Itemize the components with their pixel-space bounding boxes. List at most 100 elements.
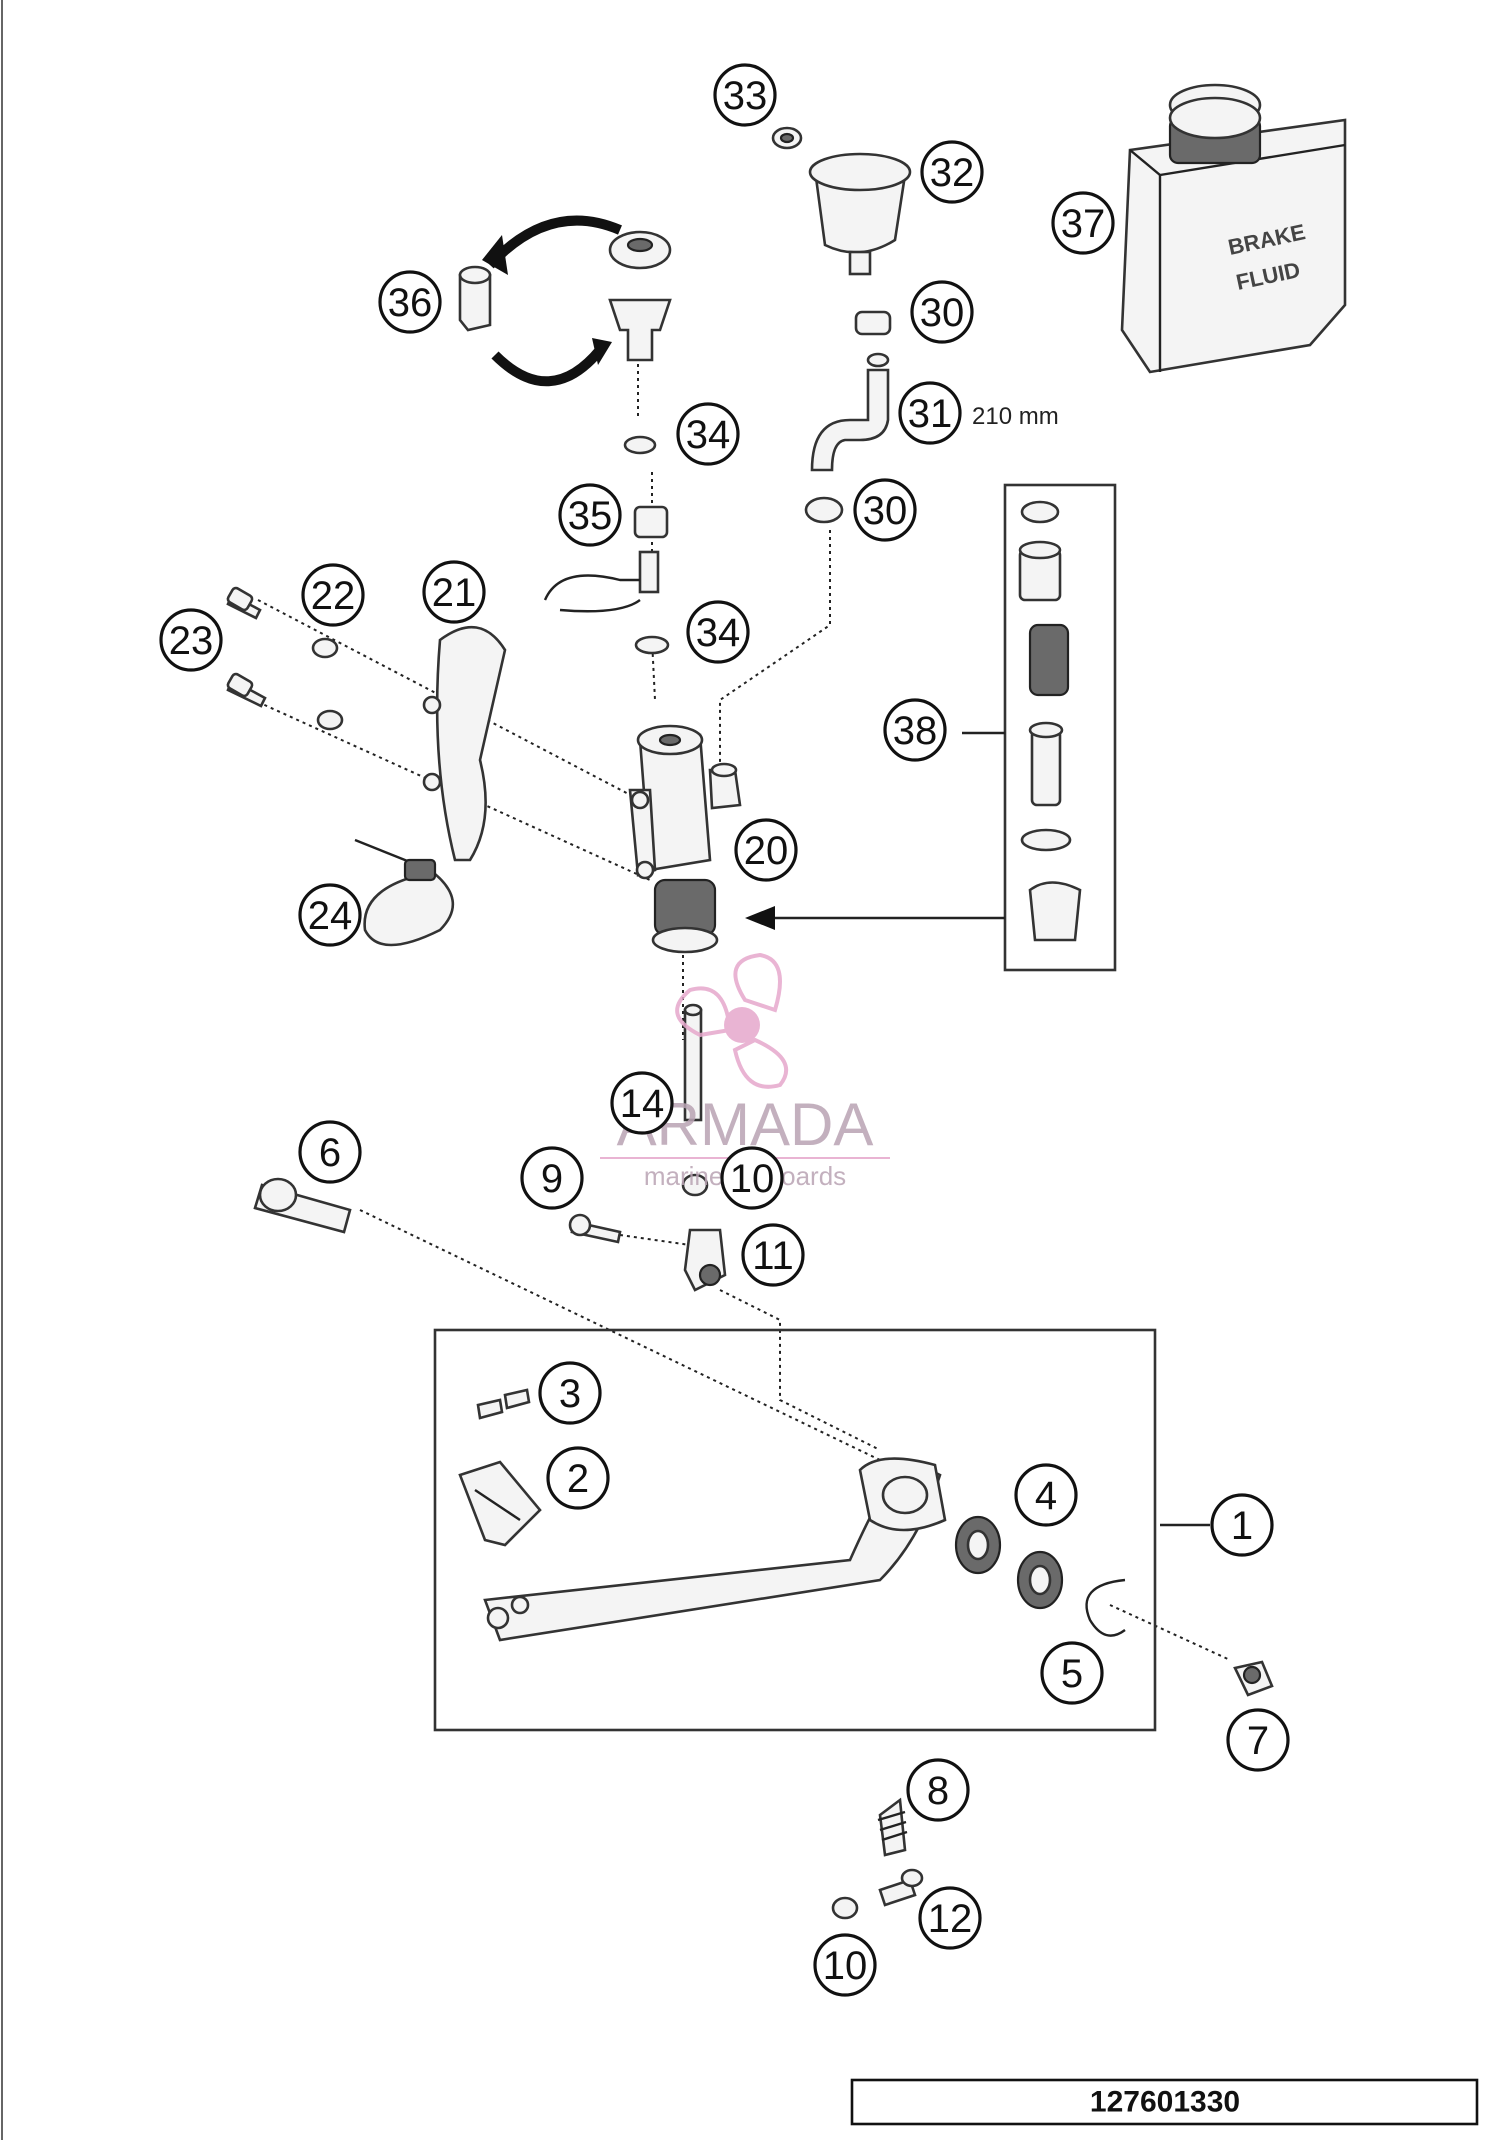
callout-circle <box>741 1223 805 1287</box>
callout-c8: 8 <box>906 1758 970 1822</box>
callout-c31: 31 <box>898 381 962 445</box>
callout-number: 35 <box>568 494 613 538</box>
callout-circle <box>1051 191 1115 255</box>
callout-number: 8 <box>927 1769 949 1813</box>
callout-number: 24 <box>308 894 353 938</box>
hose-length-label: 210 mm <box>972 403 1059 430</box>
callout-number: 12 <box>928 1897 973 1941</box>
callout-c34b: 34 <box>686 600 750 664</box>
callout-c2: 2 <box>546 1446 610 1510</box>
callout-c35: 35 <box>558 483 622 547</box>
hose-and-clamps <box>804 310 892 524</box>
callout-circle <box>1210 1493 1274 1557</box>
callout-circle <box>520 1146 584 1210</box>
callout-circle <box>546 1446 610 1510</box>
callout-c3: 3 <box>538 1361 602 1425</box>
callout-c7: 7 <box>1226 1708 1290 1772</box>
callout-c6: 6 <box>298 1120 362 1184</box>
callout-circle <box>1014 1463 1078 1527</box>
callout-c12: 12 <box>918 1886 982 1950</box>
callout-number: 2 <box>567 1457 589 1501</box>
callout-c9: 9 <box>520 1146 584 1210</box>
callout-circle <box>558 483 622 547</box>
callout-c21: 21 <box>422 560 486 624</box>
callout-circle <box>686 600 750 664</box>
callout-circle <box>906 1758 970 1822</box>
callout-c1: 1 <box>1210 1493 1274 1557</box>
push-rod <box>683 1003 703 1122</box>
part-number: 127601330 <box>1090 2086 1240 2119</box>
mounting-bolts <box>226 586 344 731</box>
propeller-logo <box>675 952 789 1089</box>
callout-c11: 11 <box>741 1223 805 1287</box>
master-cylinder <box>628 724 742 954</box>
callout-number: 1 <box>1231 1504 1253 1548</box>
callout-c22: 22 <box>301 563 365 627</box>
callout-number: 10 <box>730 1157 775 1201</box>
callout-number: 4 <box>1035 1474 1057 1518</box>
return-spring-and-pin <box>831 1797 924 1920</box>
callout-number: 14 <box>620 1082 665 1126</box>
fitting-swap-arrows <box>458 215 672 387</box>
heat-shield <box>422 625 507 862</box>
callout-c33: 33 <box>713 63 777 127</box>
callout-number: 32 <box>930 151 975 195</box>
clevis-parts <box>568 1173 727 1292</box>
brake-fluid-can: BRAKE FLUID <box>1120 83 1347 374</box>
callout-circle <box>883 698 947 762</box>
callout-c5: 5 <box>1040 1641 1104 1705</box>
callout-number: 23 <box>169 619 214 663</box>
callout-circle <box>734 818 798 882</box>
callout-number: 20 <box>744 829 789 873</box>
seal-kit <box>745 483 1117 972</box>
callout-circle <box>853 478 917 542</box>
callout-c10b: 10 <box>813 1933 877 1997</box>
callout-circle <box>1040 1641 1104 1705</box>
callout-number: 10 <box>823 1944 868 1988</box>
callout-number: 9 <box>541 1157 563 1201</box>
callout-number: 36 <box>388 281 433 325</box>
callout-c20: 20 <box>734 818 798 882</box>
callout-c14: 14 <box>610 1071 674 1135</box>
callout-circle <box>910 280 974 344</box>
callout-circle <box>298 1120 362 1184</box>
callout-number: 38 <box>893 709 938 753</box>
callout-c34a: 34 <box>676 402 740 466</box>
callout-number: 30 <box>920 291 965 335</box>
leader-lines <box>257 350 1231 1661</box>
callout-c24: 24 <box>298 883 362 947</box>
callout-circle <box>159 608 223 672</box>
callout-c10a: 10 <box>720 1146 784 1210</box>
callout-number: 21 <box>432 571 477 615</box>
callout-c36: 36 <box>378 270 442 334</box>
callout-c30b: 30 <box>853 478 917 542</box>
callout-circle <box>720 1146 784 1210</box>
callout-number: 22 <box>311 574 356 618</box>
callout-c37: 37 <box>1051 191 1115 255</box>
callout-c30a: 30 <box>910 280 974 344</box>
callout-circle <box>676 402 740 466</box>
callout-circle <box>378 270 442 334</box>
callout-number: 33 <box>723 74 768 118</box>
callout-c23: 23 <box>159 608 223 672</box>
callout-number: 11 <box>752 1234 794 1278</box>
brake-pedal-assembly <box>433 1328 1210 1732</box>
callout-number: 3 <box>559 1372 581 1416</box>
callout-circle <box>610 1071 674 1135</box>
callout-circle <box>813 1933 877 1997</box>
callout-number: 6 <box>319 1131 341 1175</box>
callout-circle <box>920 140 984 204</box>
callout-circle <box>713 63 777 127</box>
callout-circle <box>1226 1708 1290 1772</box>
callout-circle <box>422 560 486 624</box>
callout-circle <box>538 1361 602 1425</box>
callout-circle <box>898 381 962 445</box>
callout-number: 5 <box>1061 1652 1083 1696</box>
callout-number: 34 <box>696 611 741 655</box>
callout-number: 37 <box>1061 202 1106 246</box>
callout-c32: 32 <box>920 140 984 204</box>
part-number-box: 127601330 <box>850 2078 1479 2126</box>
callout-number: 34 <box>686 413 731 457</box>
